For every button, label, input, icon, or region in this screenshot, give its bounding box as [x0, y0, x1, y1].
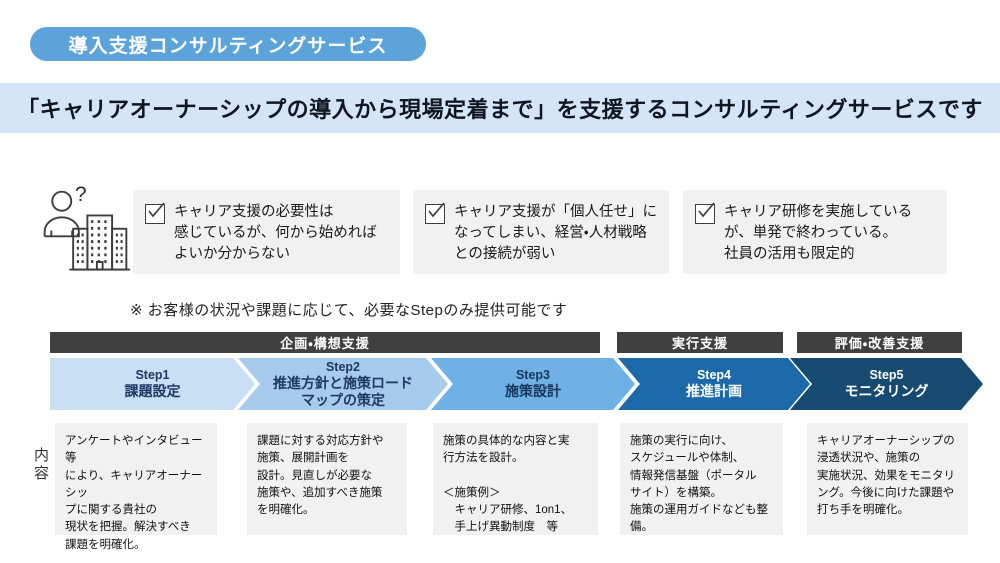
- step3-description: 施策の具体的な内容と実 行方法を設計。 ＜施策例＞ キャリア研修、1on1、 手…: [433, 423, 598, 535]
- headline-text: 「キャリアオーナーシップの導入から現場定着まで」を支援するコンサルティングサービ…: [17, 97, 983, 122]
- service-badge-label: 導入支援コンサルティングサービス: [68, 35, 388, 57]
- service-badge: 導入支援コンサルティングサービス: [30, 27, 426, 61]
- step2-number: Step2: [325, 359, 361, 374]
- step1-title: 課題設定: [124, 383, 181, 400]
- step2-description: 課題に対する対応方針や 施策、展開計画を 設計。見直しが必要な 施策や、追加すべ…: [247, 423, 407, 535]
- step3-title: 施策設計: [505, 383, 561, 400]
- pain-point-text: キャリア支援が「個人任せ」に なってしまい、経営・人材戦略 との接続が弱い: [454, 204, 657, 263]
- phase-bar-evaluation: 評価・改善支援: [797, 332, 962, 353]
- step1-number: Step1: [135, 368, 170, 383]
- step2-chevron: Step2 推進方針と施策ロード マップの策定: [238, 358, 448, 410]
- checkbox-checked-icon: [145, 202, 165, 224]
- step3-number: Step3: [515, 368, 551, 383]
- pain-point-box: キャリア研修を実施している が、単発で終わっている。 社員の活用も限定的: [683, 190, 947, 274]
- step3-chevron: Step3 施策設計: [431, 358, 635, 410]
- pain-point-text: キャリア研修を実施している が、単発で終わっている。 社員の活用も限定的: [724, 204, 913, 263]
- svg-text:?: ?: [75, 186, 87, 206]
- pain-point-box: キャリア支援の必要性は 感じているが、何から始めれば よいか分からない: [133, 190, 400, 274]
- step5-title: モニタリング: [844, 383, 929, 400]
- content-vertical-label: 内容: [32, 447, 49, 483]
- step4-description: 施策の実行に向け、 スケジュールや体制、 情報発信基盤（ポータル サイト）を構築…: [620, 423, 783, 535]
- step4-chevron: Step4 推進計画: [618, 358, 810, 410]
- step1-chevron: Step1 課題設定: [50, 358, 255, 410]
- step5-chevron: Step5 モニタリング: [790, 358, 983, 410]
- step5-description: キャリアオーナーシップの 浸透状況や、施策の 実施状況、効果をモニタリ ング。今…: [807, 423, 968, 535]
- phase-bar-planning: 企画・構想支援: [50, 332, 600, 353]
- pain-point-box: キャリア支援が「個人任せ」に なってしまい、経営・人材戦略 との接続が弱い: [413, 190, 669, 274]
- pain-point-text: キャリア支援の必要性は 感じているが、何から始めれば よいか分からない: [174, 204, 377, 263]
- headline-banner: 「キャリアオーナーシップの導入から現場定着まで」を支援するコンサルティングサービ…: [0, 83, 1000, 133]
- step1-description: アンケートやインタビュー等 により、キャリアオーナーシッ プに関する貴社の 現状…: [55, 423, 217, 551]
- step2-title: 推進方針と施策ロード マップの策定: [273, 374, 413, 408]
- step-note: ※ お客様の状況や課題に応じて、必要なStepのみ提供可能です: [130, 302, 568, 319]
- step5-number: Step5: [869, 368, 904, 383]
- checkbox-checked-icon: [695, 202, 715, 224]
- checkbox-checked-icon: [425, 202, 445, 224]
- phase-bar-execution: 実行支援: [617, 332, 783, 353]
- step4-title: 推進計画: [686, 383, 742, 400]
- customer-question-icon: ?: [38, 183, 133, 281]
- step4-number: Step4: [696, 368, 732, 383]
